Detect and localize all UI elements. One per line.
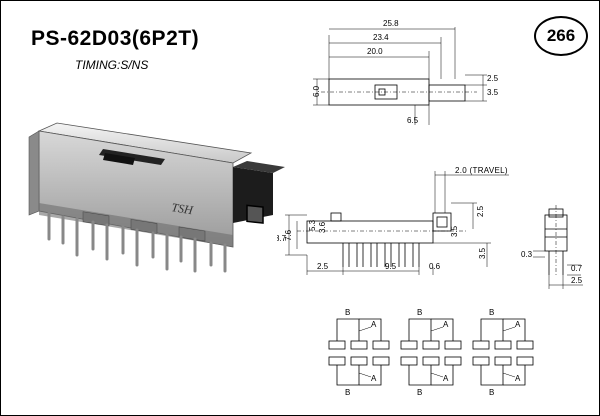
schem-a-1: A xyxy=(371,320,377,329)
side-body xyxy=(306,220,434,244)
side-view-drawing: 2.0 (TRAVEL) xyxy=(277,166,509,275)
mounting-tabs xyxy=(82,211,206,242)
top-dim-6: 3.5 xyxy=(487,88,499,97)
top-dim-4: 6.0 xyxy=(312,85,321,97)
schem-a-5: A xyxy=(443,374,449,383)
circuit-schematic: B A B A B A B A B A B A xyxy=(328,308,534,397)
end-dim-3: 2.5 xyxy=(571,276,583,285)
side-dim-4: 3.6 xyxy=(318,221,327,233)
side-dim-2: 7.6 xyxy=(284,229,293,241)
top-dim-2: 23.4 xyxy=(373,33,389,42)
side-dim-3: 5.3 xyxy=(308,219,317,231)
side-actuator xyxy=(432,212,452,232)
schem-b-2: B xyxy=(417,308,422,317)
switch-photo: TSH xyxy=(28,122,285,273)
side-dim-8: 9.5 xyxy=(385,262,397,271)
actuator-hole xyxy=(246,204,264,224)
travel-dim: 2.0 (TRAVEL) xyxy=(455,166,508,175)
end-dim-1: 0.3 xyxy=(521,250,533,259)
schem-b-6: B xyxy=(489,388,494,397)
side-dim-5: 2.5 xyxy=(476,205,485,217)
schematic-row-top xyxy=(328,318,534,386)
side-dim-repeat: 3.5 xyxy=(478,247,487,259)
timing-label: TIMING:S/NS xyxy=(75,58,149,72)
slider-knob xyxy=(103,153,135,165)
model-title: PS-62D03(6P2T) xyxy=(31,27,200,50)
switch-pins xyxy=(47,211,227,273)
top-view-drawing: 25.8 23.4 20.0 6.0 2.5 3.5 6.5 xyxy=(312,19,499,125)
top-dim-1: 25.8 xyxy=(383,19,399,28)
top-dim-7: 6.5 xyxy=(407,116,419,125)
schem-a-6: A xyxy=(515,374,521,383)
schem-b-1: B xyxy=(345,308,350,317)
top-dim-5: 2.5 xyxy=(487,74,499,83)
page-number: 266 xyxy=(546,26,576,45)
side-dim-1: 8.7 xyxy=(277,234,287,243)
page-number-badge: 266 xyxy=(534,16,588,56)
top-dim-3: 20.0 xyxy=(367,47,383,56)
schem-b-5: B xyxy=(417,388,422,397)
side-dim-7: 2.5 xyxy=(317,262,329,271)
top-actuator xyxy=(428,84,466,102)
brand-mark: TSH xyxy=(171,200,196,217)
side-pins xyxy=(342,243,420,267)
actuator-top xyxy=(233,161,285,173)
end-view-drawing: 0.3 0.7 2.5 xyxy=(521,205,583,289)
housing-side xyxy=(28,130,40,216)
end-dim-2: 0.7 xyxy=(571,264,583,273)
schem-b-3: B xyxy=(489,308,494,317)
schem-a-2: A xyxy=(443,320,449,329)
side-dim-6: 3.5 xyxy=(450,225,459,237)
side-dim-9: 0.6 xyxy=(429,262,441,271)
schem-a-4: A xyxy=(371,374,377,383)
schem-b-4: B xyxy=(345,388,350,397)
slider-slot xyxy=(99,149,165,165)
schem-a-3: A xyxy=(515,320,521,329)
